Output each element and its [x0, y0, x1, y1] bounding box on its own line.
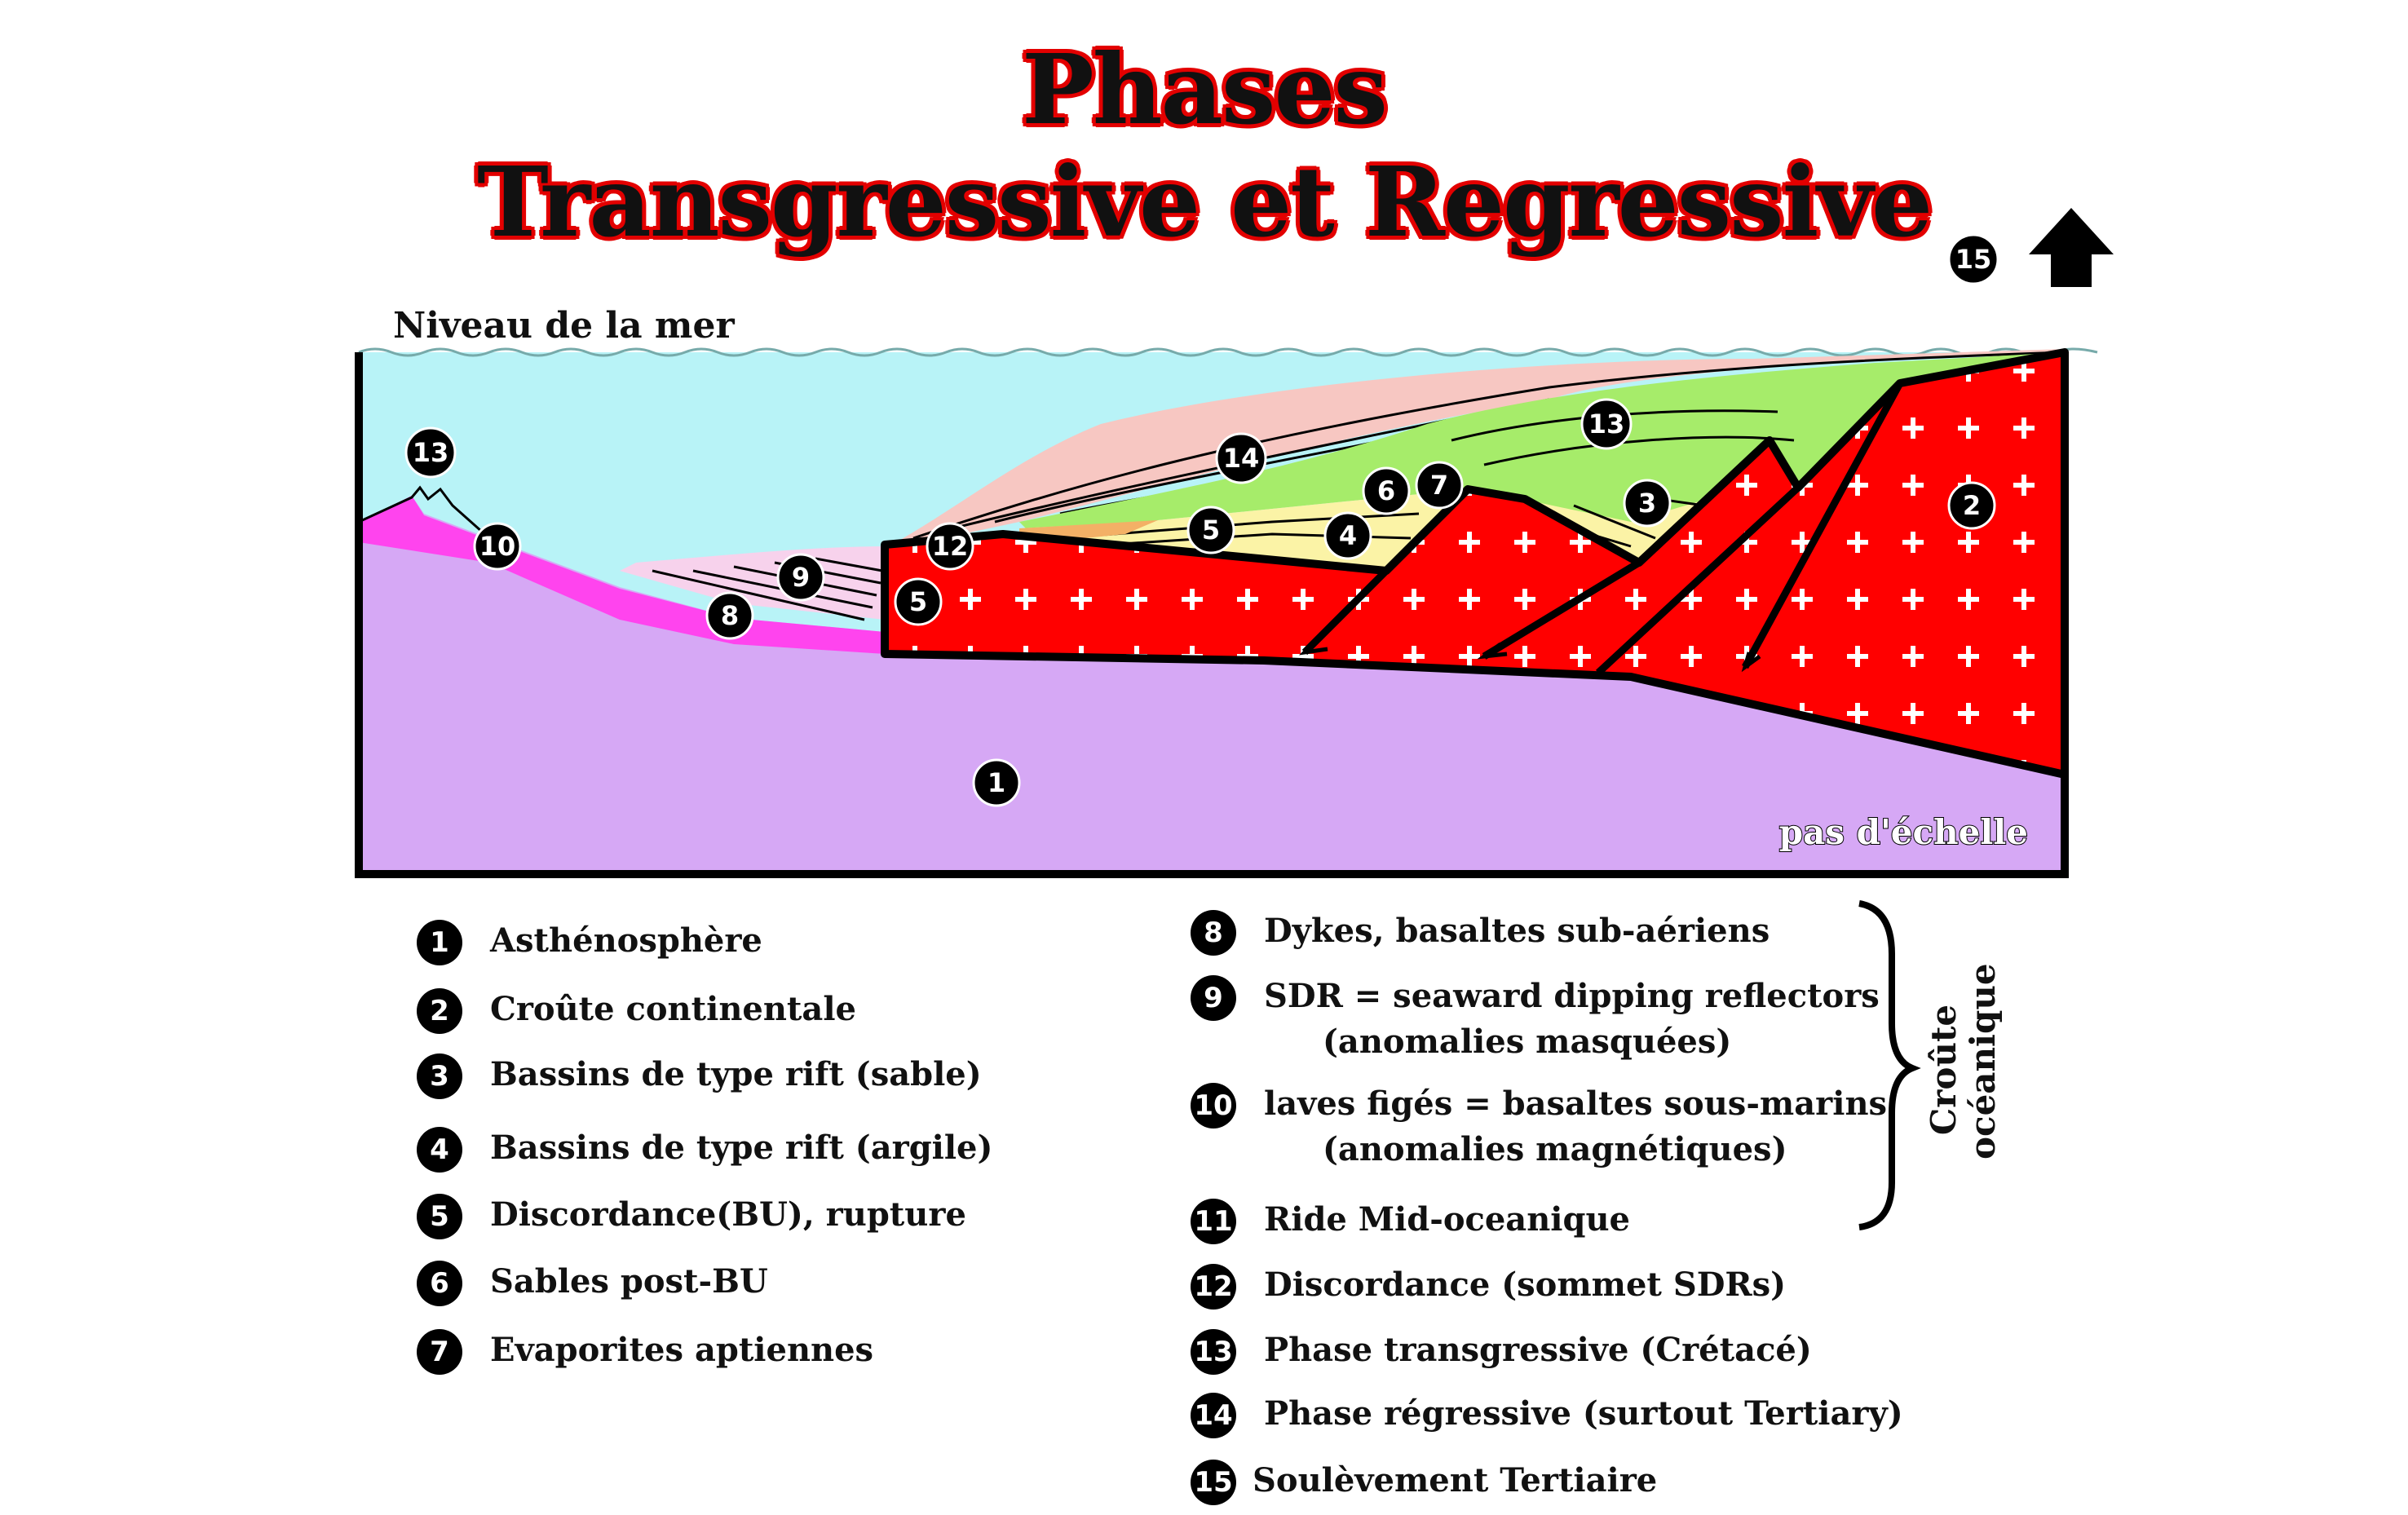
- svg-text:12: 12: [932, 531, 969, 562]
- svg-text:14: 14: [1223, 443, 1260, 474]
- mid-ocean-ridge: [358, 485, 490, 540]
- dykes-layer: [359, 496, 885, 654]
- marker-5b: 5: [1186, 506, 1235, 554]
- legend-text: laves figés = basaltes sous-marins: [1264, 1084, 1888, 1123]
- asthenosphere-layer: [359, 496, 2065, 874]
- marker-9: 9: [776, 553, 825, 602]
- up-arrow-icon: [2029, 208, 2114, 287]
- scale-note: pas d'échelle: [1779, 812, 2028, 852]
- legend-number: 5: [417, 1194, 462, 1239]
- marker-12: 12: [926, 522, 974, 571]
- legend-text: Sables post-BU: [490, 1262, 768, 1301]
- svg-text:7: 7: [1430, 470, 1448, 501]
- legend-text: Ride Mid-oceanique: [1264, 1200, 1631, 1239]
- svg-text:13: 13: [1588, 409, 1625, 439]
- svg-text:5: 5: [909, 586, 927, 617]
- svg-text:2: 2: [1963, 490, 1981, 521]
- legend-number: 8: [1191, 910, 1236, 956]
- marker-4: 4: [1323, 511, 1372, 560]
- marker-7: 7: [1415, 461, 1464, 510]
- legend-number: 13: [1191, 1329, 1236, 1375]
- regressive-wedge: [889, 349, 2065, 548]
- svg-text:10: 10: [479, 531, 516, 562]
- legend-number: 2: [417, 988, 462, 1034]
- legend-number: 11: [1191, 1199, 1236, 1244]
- legend-text: Phase transgressive (Crétacé): [1264, 1331, 1812, 1369]
- marker-8: 8: [705, 591, 754, 640]
- title-line-2: Transgressive et Regressive: [476, 145, 1933, 258]
- frame: [355, 352, 2069, 878]
- transgressive-layer: [1019, 352, 2065, 571]
- legend-number: 6: [417, 1261, 462, 1306]
- svg-text:5: 5: [1202, 515, 1220, 545]
- legend-text: Croûte continentale: [490, 990, 856, 1028]
- marker-10: 10: [473, 522, 522, 571]
- svg-text:9: 9: [792, 562, 810, 593]
- legend-item-12: 12 Discordance (sommet SDRs): [1191, 1262, 1786, 1310]
- legend-item-13: 13 Phase transgressive (Crétacé): [1191, 1327, 1812, 1375]
- legend-number: 15: [1191, 1460, 1236, 1505]
- legend-number: 14: [1191, 1393, 1236, 1438]
- legend-item-9: 9 SDR = seaward dipping reflectors (anom…: [1191, 974, 1880, 1065]
- legend-number: 10: [1191, 1083, 1236, 1129]
- legend-item-2: 2 Croûte continentale: [417, 987, 856, 1034]
- legend-item-15: 15 Soulèvement Tertiaire: [1191, 1458, 1657, 1505]
- diagram-markers: 13 10 9 8 12 5 14 5 4 6 7 13 3 2 1 15: [404, 233, 1999, 807]
- marker-3: 3: [1623, 479, 1672, 528]
- legend-text: Discordance (sommet SDRs): [1264, 1265, 1787, 1304]
- legend-text: SDR = seaward dipping reflectors: [1264, 977, 1880, 1015]
- svg-text:4: 4: [1339, 520, 1357, 551]
- legend-number: 7: [417, 1329, 462, 1375]
- title-line-1: Phases: [1022, 33, 1388, 146]
- legend-text: Evaporites aptiennes: [490, 1331, 874, 1369]
- marker-5a: 5: [894, 577, 943, 626]
- svg-text:1: 1: [988, 767, 1005, 798]
- legend-item-6: 6 Sables post-BU: [417, 1259, 768, 1306]
- legend-item-3: 3 Bassins de type rift (sable): [417, 1052, 982, 1099]
- legend-item-5: 5 Discordance(BU), rupture: [417, 1192, 966, 1239]
- legend-item-11: 11 Ride Mid-oceanique: [1191, 1197, 1630, 1244]
- legend-subtext: (anomalies magnétiques): [1323, 1130, 1787, 1168]
- legend-number: 9: [1191, 975, 1236, 1021]
- legend-number: 4: [417, 1127, 462, 1173]
- svg-text:13: 13: [413, 437, 449, 468]
- legend-item-1: 1 Asthénosphère: [417, 918, 762, 965]
- svg-text:15: 15: [1955, 244, 1992, 275]
- svg-text:6: 6: [1377, 475, 1395, 506]
- sea-level-label: Niveau de la mer: [393, 305, 735, 347]
- legend-number: 3: [417, 1053, 462, 1099]
- marker-11: 13: [404, 426, 457, 479]
- legend-number: 1: [417, 920, 462, 965]
- svg-text:8: 8: [721, 600, 739, 631]
- legend-text: Bassins de type rift (sable): [490, 1055, 982, 1093]
- oceanic-crust-label: Croûte océanique: [1924, 963, 2003, 1159]
- legend-item-14: 14 Phase régressive (surtout Tertiary): [1191, 1391, 1903, 1438]
- svg-text:3: 3: [1638, 488, 1656, 519]
- legend-text: Phase régressive (surtout Tertiary): [1264, 1394, 1903, 1433]
- legend-text: Soulèvement Tertiaire: [1253, 1461, 1658, 1500]
- legend-text: Discordance(BU), rupture: [490, 1195, 966, 1234]
- legend-item-7: 7 Evaporites aptiennes: [417, 1327, 873, 1375]
- oceanic-crust-brace: [1858, 900, 1921, 1230]
- marker-6: 6: [1362, 466, 1411, 515]
- legend-item-8: 8 Dykes, basaltes sub-aériens: [1191, 908, 1770, 956]
- marker-1: 1: [972, 758, 1021, 807]
- sea-level-line: [358, 347, 2098, 357]
- legend-text: Dykes, basaltes sub-aériens: [1264, 912, 1770, 950]
- marker-14: 14: [1215, 432, 1267, 484]
- legend-number: 12: [1191, 1264, 1236, 1310]
- legend-subtext: (anomalies masquées): [1323, 1023, 1732, 1061]
- marker-15: 15: [1947, 233, 1999, 285]
- legend-item-10: 10 laves figés = basaltes sous-marins (a…: [1191, 1081, 1887, 1173]
- marker-2: 2: [1947, 481, 1996, 530]
- legend-item-4: 4 Bassins de type rift (argile): [417, 1125, 992, 1173]
- legend-text: Bassins de type rift (argile): [490, 1129, 993, 1167]
- marker-13: 13: [1580, 398, 1633, 450]
- legend-text: Asthénosphère: [490, 921, 762, 960]
